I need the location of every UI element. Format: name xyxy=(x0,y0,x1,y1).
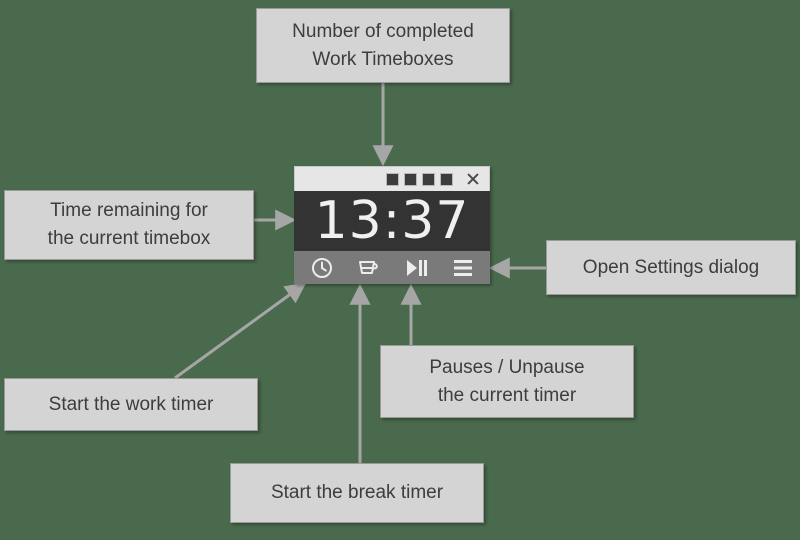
callout-start-break-timer: Start the break timer xyxy=(230,463,484,523)
pause-button[interactable] xyxy=(401,254,431,282)
widget-title-bar xyxy=(294,166,490,191)
callout-text-line: Start the break timer xyxy=(270,482,444,504)
callout-text-line: Time remaining for xyxy=(50,200,208,222)
widget-toolbar xyxy=(294,251,490,284)
timebox-square xyxy=(404,172,417,186)
callout-pause-unpause: Pauses / Unpause the current timer xyxy=(380,345,634,418)
play-pause-icon xyxy=(404,258,428,278)
callout-text-line: Number of completed xyxy=(292,20,474,42)
break-timer-button[interactable] xyxy=(354,254,384,282)
callout-start-work-timer: Start the work timer xyxy=(4,378,258,431)
callout-completed-timeboxes: Number of completed Work Timeboxes xyxy=(256,8,510,83)
timebox-square xyxy=(422,172,435,186)
close-icon[interactable] xyxy=(465,171,481,187)
hamburger-menu-icon xyxy=(452,258,474,278)
callout-open-settings: Open Settings dialog xyxy=(546,240,796,295)
clock-icon xyxy=(311,257,333,279)
work-timer-button[interactable] xyxy=(307,254,337,282)
callout-text-line: Pauses / Unpause xyxy=(429,356,585,378)
timebox-square xyxy=(386,172,399,186)
coffee-cup-icon xyxy=(357,257,381,279)
callout-text-line: Work Timeboxes xyxy=(312,48,454,70)
callout-text-line: the current timebox xyxy=(47,228,211,249)
callout-time-remaining: Time remaining for the current timebox xyxy=(4,190,254,260)
callout-text-line: the current timer xyxy=(437,384,577,406)
completed-timeboxes-indicator xyxy=(386,172,453,186)
timer-widget: 13:37 xyxy=(294,166,490,284)
timebox-square xyxy=(440,172,453,186)
settings-button[interactable] xyxy=(448,254,478,282)
callout-text-line: Open Settings dialog xyxy=(582,256,760,278)
time-remaining-display: 13:37 xyxy=(294,191,490,251)
callout-text-line: Start the work timer xyxy=(48,393,214,415)
